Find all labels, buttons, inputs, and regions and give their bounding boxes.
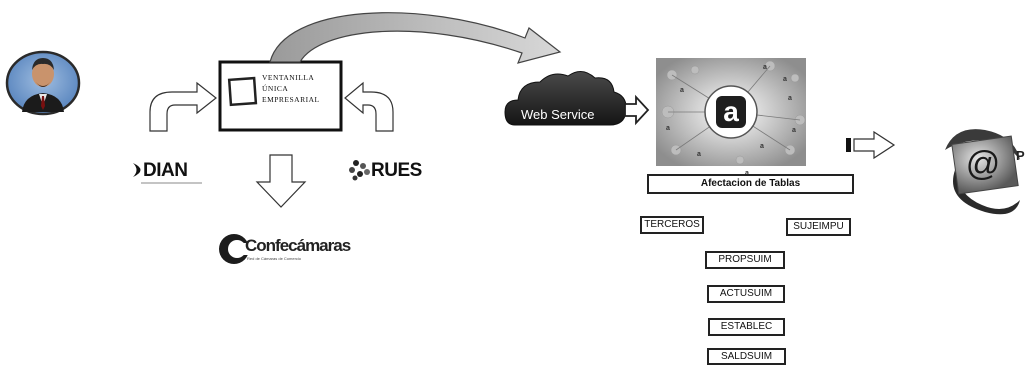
table-sujeimpu: SUJEIMPU xyxy=(786,218,851,236)
confecamaras-logo-icon xyxy=(219,234,250,264)
table-actusuim: ACTUSUIM xyxy=(707,285,785,303)
vue-line1: VENTANILLA xyxy=(262,73,315,82)
confecamaras-logo-subtitle: Red de Cámaras de Comercio xyxy=(247,256,302,261)
rues-logo-text: RUES xyxy=(371,160,422,181)
svg-text:@: @ xyxy=(966,145,1001,183)
rues-logo-icon xyxy=(349,160,370,181)
vue-to-confecamaras-arrow xyxy=(255,154,307,208)
table-establec: ESTABLEC xyxy=(708,318,785,336)
vue-label: VENTANILLA ÚNICA EMPRESARIAL xyxy=(262,72,320,105)
svg-text:P: P xyxy=(1016,148,1025,163)
table-terceros: TERCEROS xyxy=(640,216,704,234)
dian-logo-icon xyxy=(133,163,202,184)
dian-to-vue-arrow xyxy=(149,81,217,132)
email-at-icon: @ P xyxy=(945,129,1025,215)
svg-text:a: a xyxy=(745,170,749,177)
app-a-icon: a a a a a a a a a a xyxy=(656,58,806,177)
table-propsuim: PROPSUIM xyxy=(705,251,785,269)
cloud-to-app-arrow xyxy=(624,94,650,126)
confecamaras-logo-text: Confecámaras xyxy=(245,236,351,255)
svg-text:a: a xyxy=(788,95,792,102)
vue-line3: EMPRESARIAL xyxy=(262,95,320,104)
dian-logo-text: DIAN xyxy=(143,160,188,181)
svg-text:a: a xyxy=(760,143,764,150)
rues-to-vue-arrow xyxy=(344,81,394,132)
svg-text:a: a xyxy=(680,87,684,94)
svg-text:a: a xyxy=(763,64,767,71)
app-to-email-arrow xyxy=(846,130,896,160)
tables-header: Afectacion de Tablas xyxy=(647,174,854,194)
big-curved-arrow xyxy=(269,12,562,64)
vue-line2: ÚNICA xyxy=(262,84,289,93)
table-saldsuim: SALDSUIM xyxy=(707,348,786,365)
svg-text:a: a xyxy=(666,125,670,132)
svg-text:a: a xyxy=(792,127,796,134)
web-service-label: Web Service xyxy=(521,107,595,122)
svg-text:a: a xyxy=(697,151,701,158)
svg-text:a: a xyxy=(783,76,787,83)
user-avatar-icon xyxy=(5,50,81,116)
svg-text:a: a xyxy=(723,96,739,127)
